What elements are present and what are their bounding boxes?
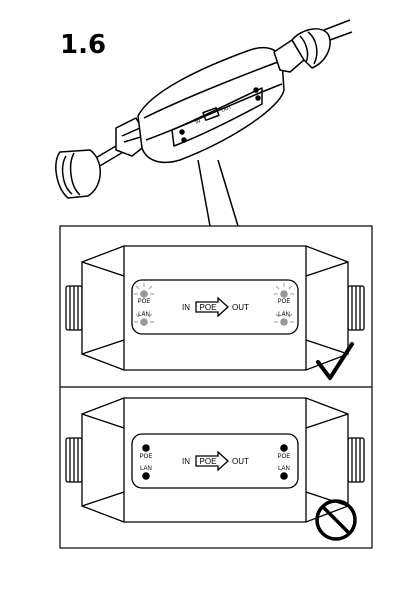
label-in: IN (182, 457, 190, 466)
label-poe-arrow: POE (200, 303, 217, 312)
led-label-lan-right: LAN (278, 466, 290, 472)
led-poe-left-on (140, 290, 148, 298)
label-out: OUT (232, 457, 249, 466)
led-lan-left-off (142, 472, 150, 480)
led-label-poe-left: POE (140, 454, 153, 460)
panel-leds-on: POE LAN POE LAN IN POE OUT (66, 246, 364, 378)
led-lan-right-on (280, 318, 288, 326)
panel-leds-off: POE LAN POE LAN IN POE OUT (66, 398, 364, 539)
led-label-lan-right: LAN (278, 312, 290, 318)
led-poe-right-on (280, 290, 288, 298)
label-poe-arrow: POE (200, 457, 217, 466)
led-poe-left-off (142, 444, 150, 452)
led-poe-right-off (280, 444, 288, 452)
label-out: OUT (232, 303, 249, 312)
led-label-poe-right: POE (278, 299, 291, 305)
led-lan-right-off (280, 472, 288, 480)
led-label-lan-left: LAN (140, 466, 152, 472)
led-label-lan-left: LAN (138, 312, 150, 318)
led-lan-left-on (140, 318, 148, 326)
label-in: IN (182, 303, 190, 312)
led-label-poe-right: POE (278, 454, 291, 460)
led-label-poe-left: POE (138, 299, 151, 305)
device-overview-illustration: IN OUT (56, 20, 352, 226)
